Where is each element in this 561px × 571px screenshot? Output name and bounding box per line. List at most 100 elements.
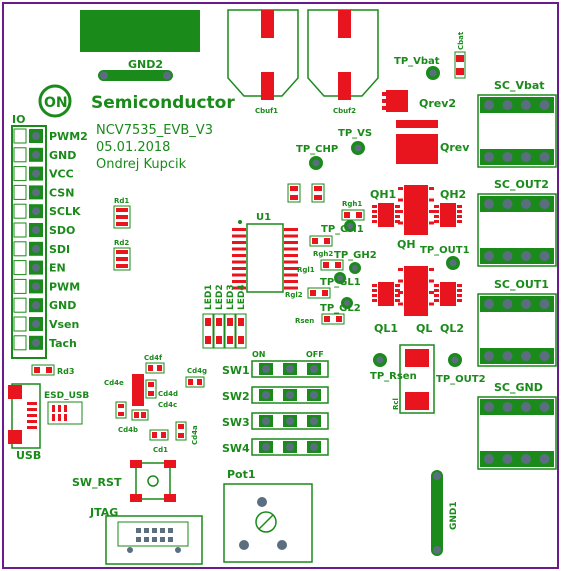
io-pin-label: SDI (49, 243, 70, 256)
sc-terminal-pin (521, 152, 531, 162)
led-pad (205, 318, 211, 326)
sw-rst-label: SW_RST (72, 476, 122, 489)
sc-terminal-pin (539, 299, 550, 309)
tp-gl1-hole (337, 275, 343, 281)
sc-terminal-pin (539, 100, 550, 110)
sw-rst-outline[interactable] (135, 462, 171, 500)
io-pin-label: PWM (49, 280, 80, 293)
rgh1-label: Rgh2 (313, 250, 333, 258)
tp-vbat-hole (429, 69, 437, 77)
on-logo-circle (38, 84, 72, 118)
switch-outline[interactable] (251, 386, 329, 404)
pot1-knob-slot (258, 514, 274, 530)
u1-pin (232, 260, 246, 264)
mosfet-lead (434, 284, 439, 287)
mosfet-lead (372, 210, 377, 213)
switch-pin-hole (262, 417, 270, 425)
mosfet-lead (398, 279, 403, 283)
jtag-pins (117, 521, 189, 553)
sw-rst-pad-2 (164, 460, 176, 468)
rd1-outline (113, 205, 131, 229)
sc-terminal-pin (521, 199, 531, 209)
switch-outline[interactable] (251, 438, 329, 456)
gnd1-label: GND1 (449, 501, 459, 530)
gnd1-hole-top (433, 472, 441, 480)
led-pad (216, 318, 222, 326)
rd3-label: Rd3 (57, 367, 74, 376)
sc-terminal-bottom-strip (480, 149, 554, 165)
jtag-outline (105, 515, 203, 565)
usb-label: USB (16, 449, 41, 462)
switch-outline[interactable] (251, 412, 329, 430)
jtag-inner-outline (117, 521, 189, 547)
mosfet-lead (398, 302, 403, 306)
rgh2-label: Rgl1 (297, 266, 315, 274)
switch-pin-hole (286, 443, 294, 451)
esd-pin-4 (52, 414, 55, 421)
u1-pin (284, 267, 298, 270)
mosfet-lead (398, 291, 403, 294)
switch-outline[interactable] (251, 360, 329, 378)
sc-terminal-pin (484, 454, 494, 464)
sc-terminal-bottom-strip (480, 348, 554, 364)
cd1-label: Cd1 (153, 446, 168, 454)
esd-pin-5 (58, 414, 61, 421)
led-outline (213, 313, 225, 349)
sc-terminal-pin (539, 251, 550, 261)
mosfet-lead (429, 279, 434, 283)
esd-usb-outline (47, 401, 83, 425)
jtag-pin (144, 537, 149, 542)
io-pin-hole (32, 244, 40, 253)
sc-terminal-pin (484, 100, 494, 110)
rvdh-pad-2 (356, 212, 362, 218)
u1-pin (232, 273, 246, 277)
sw-rst-button[interactable] (147, 475, 159, 487)
rgh1-pad-1 (312, 238, 318, 244)
usb-pin-1 (27, 402, 37, 405)
io-pin-slot (13, 166, 27, 182)
pot1-pin-left (239, 540, 249, 550)
tp-rsen-hole (376, 356, 384, 364)
sc-terminal-pin (502, 100, 513, 110)
cd4f-pad-1 (148, 365, 153, 371)
mosfet-lead (372, 294, 377, 297)
u1-pin (284, 286, 298, 290)
sc-terminal-pin (484, 199, 494, 209)
ql2-label: QL2 (440, 322, 464, 335)
cd4f-outline (145, 362, 165, 374)
rvdh-label: Rgh1 (342, 200, 362, 208)
led-pad (238, 318, 244, 326)
led-pad (227, 336, 233, 344)
cbuf1-outline (227, 9, 299, 97)
led-pad (238, 336, 244, 344)
io-pin-hole (32, 150, 40, 159)
rd3-outline (31, 364, 55, 376)
io-pin-slot (13, 128, 27, 144)
io-header-outline (11, 125, 47, 359)
io-pin-hole (32, 282, 40, 291)
sc-terminal-bottom-strip (480, 451, 554, 467)
gnd2-hole-right (163, 71, 171, 80)
switch-label: SW2 (222, 390, 250, 403)
title-line-1: NCV7535_EVB_V3 (96, 123, 213, 138)
mosfet-pads (372, 185, 462, 316)
io-pin-slot (13, 278, 27, 294)
mosfet-lead (372, 205, 377, 208)
logo-text: Semiconductor (91, 93, 235, 113)
rd1-pad-1 (116, 208, 128, 212)
cd4b-label: Cd4b (118, 426, 138, 434)
sc-terminal-pin (502, 199, 513, 209)
mosfet-lead (398, 210, 403, 213)
pot1-knob[interactable] (255, 511, 277, 533)
mosfet-lead (395, 215, 400, 218)
jtag-pin (136, 528, 141, 533)
u1-pin (232, 234, 246, 238)
mosfet-lead (429, 302, 434, 306)
sw-rst-pad-3 (130, 494, 142, 502)
mosfet-lead (457, 284, 462, 287)
tp-out2-label: TP_OUT2 (436, 374, 486, 385)
u1-body (246, 223, 284, 293)
sc-terminal-pin (502, 351, 513, 361)
mosfet-lead (395, 220, 400, 223)
